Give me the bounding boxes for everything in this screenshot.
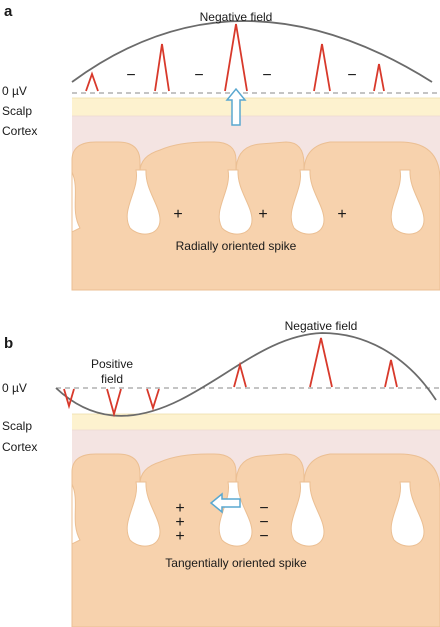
panel-a-minus-sign: − — [126, 67, 135, 84]
panel-a-negative-field-label: Negative field — [200, 10, 273, 24]
panel-a-spike — [154, 43, 170, 92]
panel-a-scalp-label: Scalp — [2, 104, 32, 118]
panel-a-field-curve — [71, 20, 433, 83]
panel-b-plus-sign: + — [175, 514, 184, 531]
panel-b-positive-field-label-line1: Positive — [91, 357, 133, 371]
panel-b-positive-field-label-line2: field — [101, 372, 123, 386]
panel-a-minus-sign: − — [194, 67, 203, 84]
panel-b-sulcus-1 — [126, 481, 161, 547]
panel-a-plus-sign: + — [258, 206, 267, 223]
panel-b-caption: Tangentially oriented spike — [165, 556, 307, 570]
panel-a-sulcus-3 — [290, 169, 325, 235]
panel-b-spike — [233, 361, 247, 388]
panel-a-scalp-layer — [72, 98, 440, 116]
panel-b-plus-sign: + — [175, 500, 184, 517]
panel-a-sulcus-1 — [126, 169, 161, 235]
panel-b-dipole-arrow-icon — [209, 492, 241, 514]
panel-b-minus-sign: − — [259, 500, 268, 517]
panel-b-negative-field-label: Negative field — [285, 319, 358, 333]
panel-a-caption: Radially oriented spike — [176, 239, 297, 253]
panel-a-spike — [224, 23, 248, 92]
panel-b-letter: b — [4, 335, 13, 352]
panel-b-spike — [63, 388, 75, 410]
panel-b-plus-sign: + — [175, 528, 184, 545]
panel-a-letter: a — [4, 3, 13, 20]
panel-a-sulcus-5 — [390, 169, 425, 235]
panel-b-spike — [106, 388, 122, 418]
panel-b-cortex — [71, 453, 440, 627]
panel-a-spike — [373, 63, 385, 92]
panel-b-zero-label: 0 µV — [2, 381, 27, 395]
panel-b-sulcus-5 — [390, 481, 425, 547]
panel-b-scalp-layer — [72, 414, 440, 430]
panel-a-spike — [85, 71, 99, 92]
panel-a-dipole-arrow-icon — [225, 87, 247, 126]
panel-a-plus-sign: + — [173, 206, 182, 223]
panel-a-zero-label: 0 µV — [2, 84, 27, 98]
panel-a-sulcus-2 — [218, 169, 253, 235]
panel-b: b + + + − − − — [2, 319, 440, 627]
panel-b-sulcus-2 — [218, 481, 253, 547]
panel-a-cortex-label: Cortex — [2, 124, 37, 138]
panel-b-scalp-label: Scalp — [2, 419, 32, 433]
panel-b-minus-sign: − — [259, 528, 268, 545]
panel-a-sulcus-4 — [71, 171, 81, 233]
panel-a-cortex — [71, 141, 440, 291]
panel-a: a − − − − + + + — [2, 3, 440, 291]
panel-a-minus-sign: − — [262, 67, 271, 84]
panel-b-spike — [146, 388, 160, 411]
panel-b-spike — [309, 337, 333, 388]
panel-a-spike — [313, 43, 331, 92]
panel-a-minus-sign: − — [347, 67, 356, 84]
panel-b-sulcus-4 — [71, 483, 81, 545]
panel-b-spike — [384, 359, 398, 388]
panel-b-cortex-label: Cortex — [2, 440, 37, 454]
panel-b-minus-sign: − — [259, 514, 268, 531]
panel-a-plus-sign: + — [337, 206, 346, 223]
panel-b-sulcus-3 — [290, 481, 325, 547]
